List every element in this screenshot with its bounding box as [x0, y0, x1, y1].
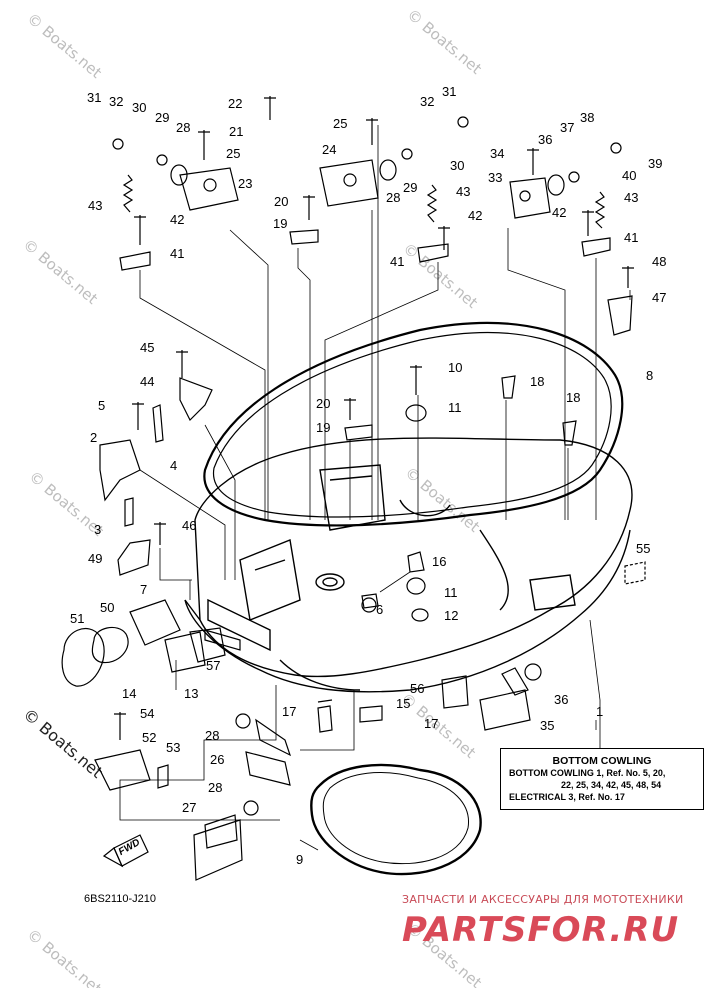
part-label: 36 — [538, 132, 552, 147]
part-label: 45 — [140, 340, 154, 355]
part-label: 12 — [444, 608, 458, 623]
part-label: 31 — [87, 90, 101, 105]
part-label: 43 — [456, 184, 470, 199]
part-label: 28 — [386, 190, 400, 205]
brand-logo-text: PARTSFOR.RU — [402, 910, 680, 950]
leader-lines — [119, 125, 631, 851]
reference-box-line: ELECTRICAL 3, Ref. No. 17 — [509, 792, 625, 802]
part-label: 38 — [580, 110, 594, 125]
part-number-labels: 31 32 30 29 28 25 22 21 23 43 42 41 20 1… — [70, 84, 666, 867]
part-label: 42 — [552, 205, 566, 220]
part-label: 26 — [210, 752, 224, 767]
part-label: 49 — [88, 551, 102, 566]
part-label: 44 — [140, 374, 154, 389]
part-label: 30 — [450, 158, 464, 173]
part-label: 17 — [282, 704, 296, 719]
part-label: 51 — [70, 611, 84, 626]
part-label: 13 — [184, 686, 198, 701]
part-label: 48 — [652, 254, 666, 269]
part-label: 27 — [182, 800, 196, 815]
part-label: 30 — [132, 100, 146, 115]
part-label: 3 — [94, 522, 101, 537]
part-label: 43 — [624, 190, 638, 205]
part-label: 42 — [170, 212, 184, 227]
part-label: 52 — [142, 730, 156, 745]
watermark-text: © Boats.net — [401, 463, 483, 536]
small-parts-drawing — [61, 96, 646, 881]
part-label: 42 — [468, 208, 482, 223]
part-label: 35 — [540, 718, 554, 733]
bottom-cowling-reference-box: BOTTOM COWLING BOTTOM COWLING 1, Ref. No… — [500, 748, 704, 810]
part-label: 16 — [432, 554, 446, 569]
part-label: 19 — [316, 420, 330, 435]
watermark-text: © Boats.net — [23, 925, 105, 988]
part-label: 6 — [376, 602, 383, 617]
part-label: 25 — [333, 116, 347, 131]
part-label: 46 — [182, 518, 196, 533]
part-label: 41 — [170, 246, 184, 261]
part-label: 17 — [424, 716, 438, 731]
part-label: 18 — [566, 390, 580, 405]
part-label: 22 — [228, 96, 242, 111]
part-label: 25 — [226, 146, 240, 161]
part-label: 33 — [488, 170, 502, 185]
part-label: 31 — [442, 84, 456, 99]
part-label: 29 — [403, 180, 417, 195]
part-label: 15 — [396, 696, 410, 711]
part-label: 28 — [208, 780, 222, 795]
part-label: 11 — [448, 400, 462, 415]
part-label: 40 — [622, 168, 636, 183]
bottom-cowling-drawing — [184, 321, 633, 876]
part-label: 11 — [444, 585, 458, 600]
watermark-text: © Boats.net — [403, 5, 485, 78]
part-label: 29 — [155, 110, 169, 125]
watermark-text: © Boats.net — [19, 235, 101, 308]
part-label: 39 — [648, 156, 662, 171]
part-label: 53 — [166, 740, 180, 755]
part-label: 19 — [273, 216, 287, 231]
watermark-text: © Boats.net — [23, 9, 105, 82]
part-label: 7 — [140, 582, 147, 597]
part-label: 32 — [420, 94, 434, 109]
part-label: 20 — [274, 194, 288, 209]
part-label: 41 — [390, 254, 404, 269]
part-label: 43 — [88, 198, 102, 213]
part-label: 56 — [410, 681, 424, 696]
part-label: 24 — [322, 142, 336, 157]
part-label: 14 — [122, 686, 136, 701]
watermark-text-dark: © Boats.net — [19, 705, 106, 782]
part-label: 1 — [596, 704, 603, 719]
part-label: 36 — [554, 692, 568, 707]
part-label: 18 — [530, 374, 544, 389]
watermark-text: © Boats.net — [399, 239, 481, 312]
reference-box-line: BOTTOM COWLING 1, Ref. No. 5, 20, — [509, 768, 666, 778]
part-label: 10 — [448, 360, 462, 375]
part-label: 54 — [140, 706, 154, 721]
part-label: 23 — [238, 176, 252, 191]
part-label: 4 — [170, 458, 177, 473]
part-label: 37 — [560, 120, 574, 135]
part-label: 41 — [624, 230, 638, 245]
part-label: 34 — [490, 146, 504, 161]
reference-box-line: 22, 25, 34, 42, 45, 48, 54 — [561, 780, 662, 790]
watermark-layer: © Boats.net © Boats.net © Boats.net © Bo… — [19, 5, 485, 988]
part-label: 8 — [646, 368, 653, 383]
part-label: 50 — [100, 600, 114, 615]
part-label: 28 — [205, 728, 219, 743]
part-label: 55 — [636, 541, 650, 556]
part-label: 47 — [652, 290, 666, 305]
part-label: 21 — [229, 124, 243, 139]
part-label: 32 — [109, 94, 123, 109]
part-label: 5 — [98, 398, 105, 413]
brand-tagline: ЗАПЧАСТИ И АКСЕССУАРЫ ДЛЯ МОТОТЕХНИКИ — [402, 893, 684, 906]
part-label: 2 — [90, 430, 97, 445]
part-label: 20 — [316, 396, 330, 411]
diagram-code: 6BS2110-J210 — [84, 893, 156, 905]
part-label: 28 — [176, 120, 190, 135]
part-label: 9 — [296, 852, 303, 867]
reference-box-title: BOTTOM COWLING — [552, 755, 652, 767]
part-label: 57 — [206, 658, 220, 673]
